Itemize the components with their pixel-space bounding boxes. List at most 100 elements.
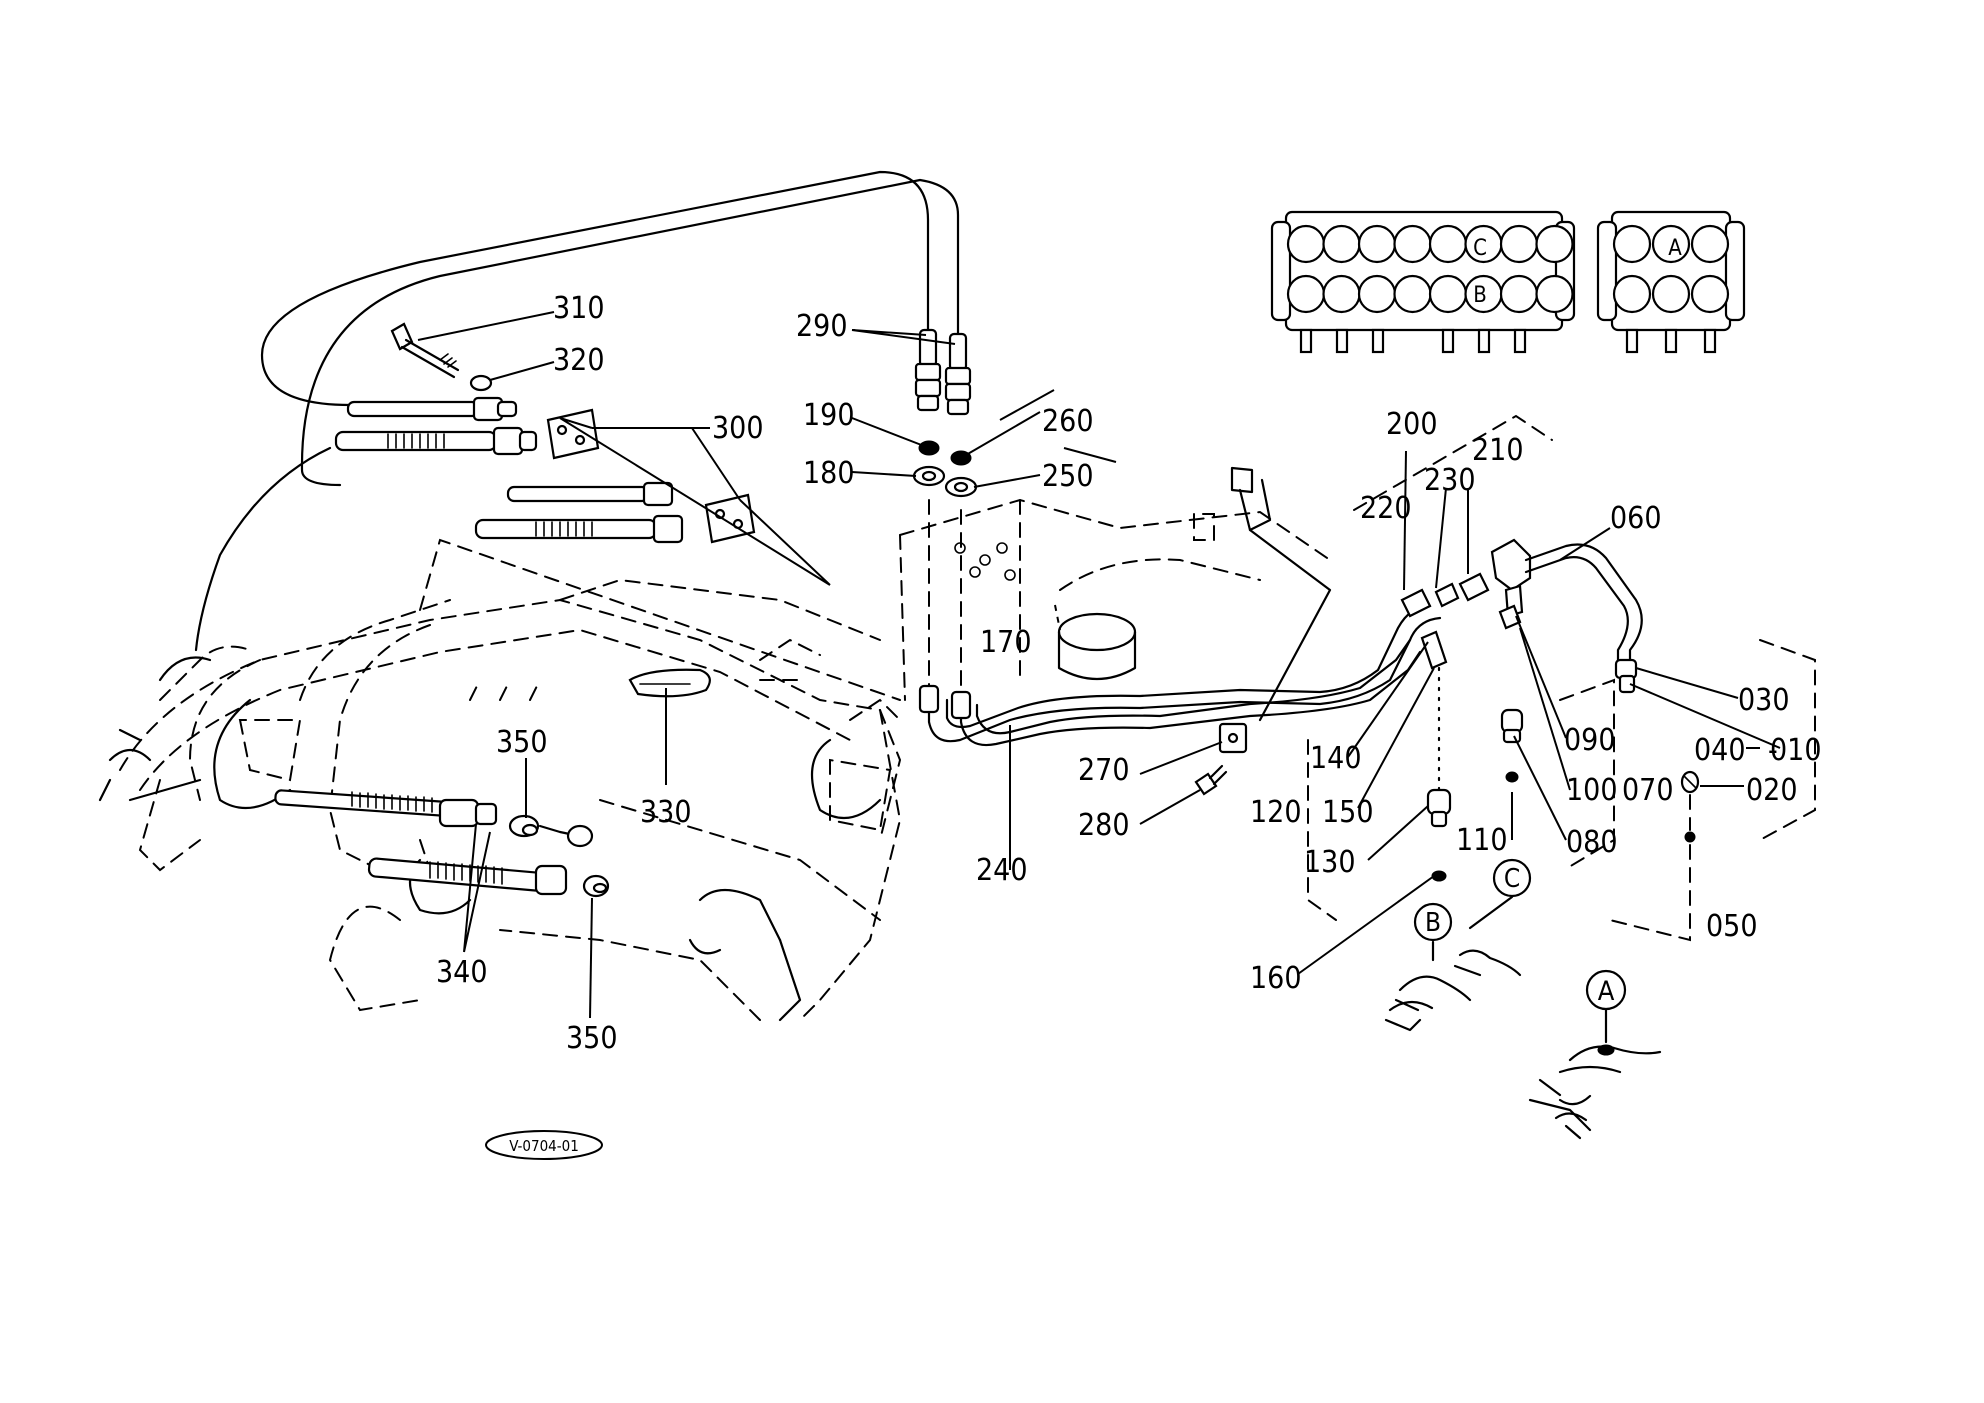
- plug: [1680, 770, 1700, 794]
- callout-310: 310: [553, 291, 605, 326]
- callout-090: 090: [1564, 723, 1616, 758]
- callout-170: 170: [980, 625, 1032, 660]
- callout-020: 020: [1746, 773, 1798, 808]
- callout-350-lower: 350: [566, 1021, 618, 1056]
- valve-port-circle: [1322, 224, 1361, 264]
- callout-330: 330: [640, 795, 692, 830]
- valve-port-circle: [1499, 274, 1539, 314]
- callout-040: 040: [1694, 733, 1746, 768]
- valve-port-circle: [1690, 274, 1730, 314]
- valve-port-circle: [1651, 274, 1691, 314]
- hydraulic-hose-fitting-upper-4: [474, 514, 684, 544]
- washer: [469, 374, 493, 392]
- o-ring: [918, 440, 940, 456]
- adaptor-washer: [944, 476, 978, 498]
- callout-180: 180: [803, 456, 855, 491]
- valve-spool-leg: [1371, 328, 1385, 354]
- valve-port-b-marker: B: [1473, 283, 1487, 308]
- valve-spool-leg: [1299, 328, 1313, 354]
- pipe-clamp: [1218, 722, 1248, 754]
- pipe-union-left: [918, 684, 972, 720]
- port-marker-c: C: [1492, 858, 1532, 898]
- straight-fitting: [1434, 582, 1460, 608]
- o-ring: [1505, 771, 1519, 783]
- callout-290: 290: [796, 309, 848, 344]
- valve-spool-leg: [1441, 328, 1455, 354]
- svg-text:A: A: [1598, 976, 1615, 1007]
- valve-port-circle: [1499, 224, 1539, 264]
- control-valve-block-small: [1596, 210, 1746, 354]
- valve-port-circle: [1535, 224, 1574, 264]
- port-centerline: [928, 499, 962, 701]
- valve-spool-leg: [1335, 328, 1349, 354]
- figure-code: V-0704-01: [509, 1137, 579, 1155]
- callout-140: 140: [1310, 741, 1362, 776]
- hydraulic-hose-lower-2: [367, 857, 568, 896]
- hydraulic-hose-lower-1: [274, 789, 498, 828]
- callout-leader-lines: [417, 311, 1781, 1019]
- o-ring: [1684, 831, 1696, 843]
- nipple-fitting: [1458, 572, 1490, 602]
- port-marker-b: B: [1413, 902, 1453, 942]
- callout-010: 010: [1770, 733, 1822, 768]
- valve-port-circle: [1428, 224, 1468, 264]
- tee-fitting: [1400, 588, 1432, 618]
- o-ring: [1431, 870, 1447, 882]
- elbow-fitting: [1490, 538, 1532, 618]
- valve-port-a-marker: A: [1668, 236, 1682, 261]
- hydraulic-pipe-bundle: [927, 604, 1442, 747]
- hydraulic-tank: [1057, 612, 1137, 681]
- valve-port-circle: [1651, 224, 1691, 264]
- valve-port-circle: [1690, 224, 1730, 264]
- callout-250: 250: [1042, 459, 1094, 494]
- callout-110: 110: [1456, 823, 1508, 858]
- callout-320: 320: [553, 343, 605, 378]
- hose-end-fitting-right: [944, 332, 972, 416]
- callout-340: 340: [436, 955, 488, 990]
- tee-fitting-group-phantom: [1307, 414, 1615, 921]
- machine-frame-phantom: [98, 538, 902, 1022]
- valve-port-circle: [1357, 274, 1397, 314]
- valve-spool-leg: [1703, 328, 1717, 354]
- callout-350-upper: 350: [496, 725, 548, 760]
- valve-port-circle: [1612, 224, 1652, 264]
- callout-120: 120: [1250, 795, 1302, 830]
- clamp-bolt: [1194, 764, 1228, 796]
- callout-numbers: 310 320 300 290 190 180 260 250 170 200 …: [436, 291, 1822, 1056]
- leader-to-port-c: [1468, 895, 1514, 930]
- callout-070: 070: [1622, 773, 1674, 808]
- bracket: [1193, 466, 1332, 722]
- callout-220: 220: [1360, 491, 1412, 526]
- valve-port-circle: [1393, 274, 1432, 314]
- valve-port-circle: [1357, 224, 1397, 264]
- hydraulic-pipe: [1524, 543, 1643, 662]
- port-connection-b: [1384, 949, 1522, 1032]
- hydraulic-hose-fitting-upper-2: [334, 426, 538, 456]
- callout-080: 080: [1566, 825, 1618, 860]
- valve-mount-phantom: [899, 498, 1331, 701]
- valve-spool-leg: [1513, 328, 1527, 354]
- callout-030: 030: [1738, 683, 1790, 718]
- callout-210: 210: [1472, 433, 1524, 468]
- valve-port-circle: [1428, 274, 1468, 314]
- port-marker-a: A: [1585, 969, 1627, 1011]
- callout-130: 130: [1304, 845, 1356, 880]
- callout-270: 270: [1078, 753, 1130, 788]
- callout-240: 240: [976, 853, 1028, 888]
- hose-adaptor-upper: [508, 814, 594, 848]
- callout-190: 190: [803, 398, 855, 433]
- svg-text:B: B: [1425, 908, 1441, 938]
- valve-spool-leg: [1625, 328, 1639, 354]
- figure-code-badge: V-0704-01: [485, 1130, 603, 1160]
- adaptor-fitting: [1498, 604, 1522, 630]
- valve-port-circle: [1286, 274, 1326, 314]
- bracket-330: [628, 668, 711, 698]
- valve-spool-leg: [1664, 328, 1678, 354]
- valve-port-circle: [1393, 224, 1432, 264]
- elbow-adaptor: [1420, 630, 1448, 670]
- svg-text:C: C: [1504, 864, 1520, 894]
- group-dash: -: [1768, 733, 1778, 768]
- control-valve-block-large: [1270, 210, 1576, 354]
- hydraulic-hose-fitting-upper-3: [506, 481, 674, 507]
- valve-port-c-marker: C: [1473, 236, 1487, 261]
